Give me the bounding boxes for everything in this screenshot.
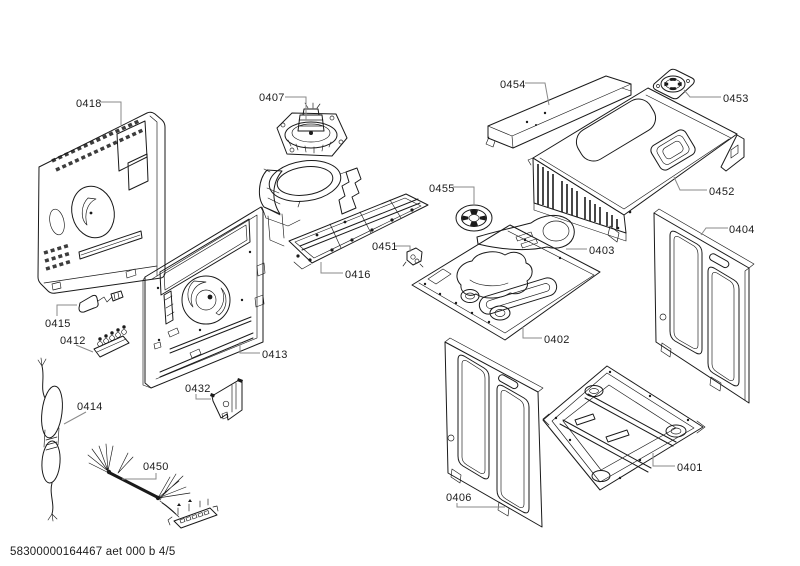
part-drawing-0453 [652,68,695,100]
part-drawing-0418 [37,111,166,294]
leader-0406 [456,503,505,508]
part-drawing-0413 [142,206,266,389]
leader-0450 [122,473,157,480]
part-drawing-0406 [444,337,544,528]
leader-0455 [453,186,475,204]
part-label-0451: 0451 [372,241,398,253]
part-label-0416: 0416 [345,269,371,281]
part-label-0403: 0403 [589,245,615,257]
part-label-0407: 0407 [259,92,285,104]
part-drawing-0407 [276,102,348,157]
part-drawing-0454 [485,75,632,149]
part-drawing-0401 [542,365,706,491]
part-drawing-0451 [402,247,424,268]
leader-0432 [195,394,211,400]
part-drawing-0402 [411,224,601,341]
leader-0412 [75,344,94,353]
part-drawing-0412 [93,325,130,358]
part-drawing-0404 [653,208,755,404]
part-label-0404: 0404 [729,224,755,236]
part-label-0415: 0415 [45,318,71,330]
leader-0401 [652,453,675,467]
part-label-0452: 0452 [709,186,735,198]
part-drawing-0432 [210,378,243,421]
part-drawing-0452 [527,87,745,243]
part-label-0402: 0402 [544,334,570,346]
part-label-0450: 0450 [143,461,169,473]
part-drawing-0416 [259,160,429,270]
leader-0418 [101,101,122,125]
leader-0414 [63,411,87,425]
part-drawing-0415 [78,290,124,313]
leader-lines [56,82,728,508]
part-label-0454: 0454 [500,79,526,91]
leader-0454 [525,82,550,106]
part-label-0412: 0412 [60,335,86,347]
part-drawing-0450 [87,443,219,529]
part-label-0406: 0406 [446,492,472,504]
part-drawing-0403 [476,214,575,251]
leader-0402 [522,327,542,339]
leader-0415 [56,304,77,316]
leader-0407 [285,96,307,120]
part-label-0453: 0453 [723,93,749,105]
part-label-0418: 0418 [76,98,102,110]
part-drawing-0414 [37,357,63,522]
leader-0413 [239,342,260,354]
leader-0451 [394,245,411,252]
part-label-0414: 0414 [77,401,103,413]
part-label-0413: 0413 [262,349,288,361]
leader-0416 [320,262,343,274]
leader-0452 [673,176,707,191]
part-drawing-0455 [455,204,493,232]
part-label-0432: 0432 [185,383,211,395]
leader-0404 [700,227,728,236]
document-code: 58300000164467 aet 000 b 4/5 [10,546,175,558]
part-label-0455: 0455 [429,183,455,195]
part-label-0401: 0401 [677,462,703,474]
leader-0453 [683,89,721,98]
part-labels: 0418 0407 0454 0453 0452 0404 0455 0403 … [45,79,755,504]
